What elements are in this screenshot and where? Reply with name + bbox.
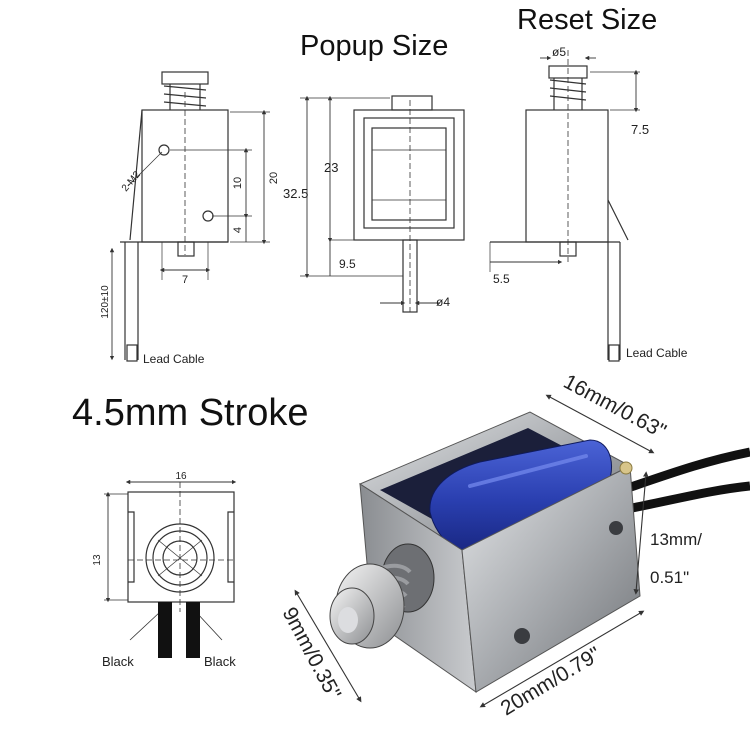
side-plunger-stub [177, 241, 195, 257]
plunger-dia-label: ø4 [436, 295, 450, 309]
height-low-label: 4 [232, 227, 244, 233]
photo-cap-face [338, 607, 358, 633]
protrusion-label: 7.5 [631, 122, 649, 137]
end-height-label: 13 [92, 554, 103, 566]
body-height-label: 23 [324, 160, 338, 175]
photo-wire-lower [631, 481, 750, 513]
width-bottom-label: 7 [182, 274, 188, 286]
photo-hole-lower [514, 628, 530, 644]
thread-leader [127, 151, 163, 187]
bottom-offset-label: 5.5 [493, 272, 510, 286]
reset-cable-tip [608, 344, 620, 362]
height-mid-label: 10 [232, 177, 244, 189]
wire-right-leader [195, 611, 223, 641]
side-hole-lower [202, 210, 214, 222]
overall-height-label: 32.5 [283, 186, 308, 201]
side-cable-tip [126, 344, 138, 362]
popup-size-heading: Popup Size [300, 30, 449, 62]
popup-cap [391, 95, 433, 111]
side-lead-cable-label: Lead Cable [143, 352, 205, 366]
stroke-heading: 4.5mm Stroke [72, 392, 309, 434]
popup-view-drawing [300, 95, 465, 313]
end-view-drawing [104, 479, 237, 641]
side-bracket-left [129, 109, 143, 241]
photo-wire-upper [626, 447, 750, 493]
end-width-label: 16 [175, 471, 187, 482]
photo-hole-upper [609, 521, 623, 535]
side-view-drawing [109, 71, 270, 362]
end-circle-inner [162, 540, 198, 576]
popup-frame-inner [363, 117, 455, 229]
popup-coil [371, 127, 447, 221]
wire-left-leader [129, 611, 161, 641]
wire-left-label: Black [102, 654, 134, 669]
top-dia-label: ø5 [552, 45, 566, 59]
reset-body [525, 109, 609, 243]
side-cap [161, 71, 209, 85]
photo-dim-top-line [545, 394, 655, 454]
thread-label: 2-M2 [120, 169, 143, 194]
end-wire-left [158, 602, 172, 658]
solenoid-photo [329, 411, 750, 694]
photo-dim-left-line [294, 589, 362, 703]
end-wire-right [186, 602, 200, 658]
side-hole-upper [158, 144, 170, 156]
reset-size-heading: Reset Size [517, 4, 658, 36]
end-notches [128, 511, 234, 583]
photo-dim-bottom-line [479, 610, 645, 708]
end-frame [127, 491, 235, 603]
photo-coil-highlight [468, 454, 588, 488]
offset-label: 9.5 [339, 257, 356, 271]
end-cross [157, 539, 203, 577]
reset-bracket [607, 199, 629, 241]
photo-dim-right-label-2: 0.51" [650, 568, 689, 587]
photo-dim-right-label-1: 13mm/ [650, 530, 702, 549]
height-total-label: 20 [268, 172, 280, 184]
wire-right-label: Black [204, 654, 236, 669]
end-circle-outer [145, 523, 215, 593]
reset-lead-cable-label: Lead Cable [626, 346, 688, 360]
photo-terminal [619, 461, 633, 475]
cable-length-label: 120±10 [100, 285, 111, 319]
photo-dim-right-line [633, 471, 649, 595]
reset-view-drawing [489, 50, 640, 362]
photo-dimension-lines [294, 394, 655, 708]
end-circle-mid [152, 530, 208, 586]
